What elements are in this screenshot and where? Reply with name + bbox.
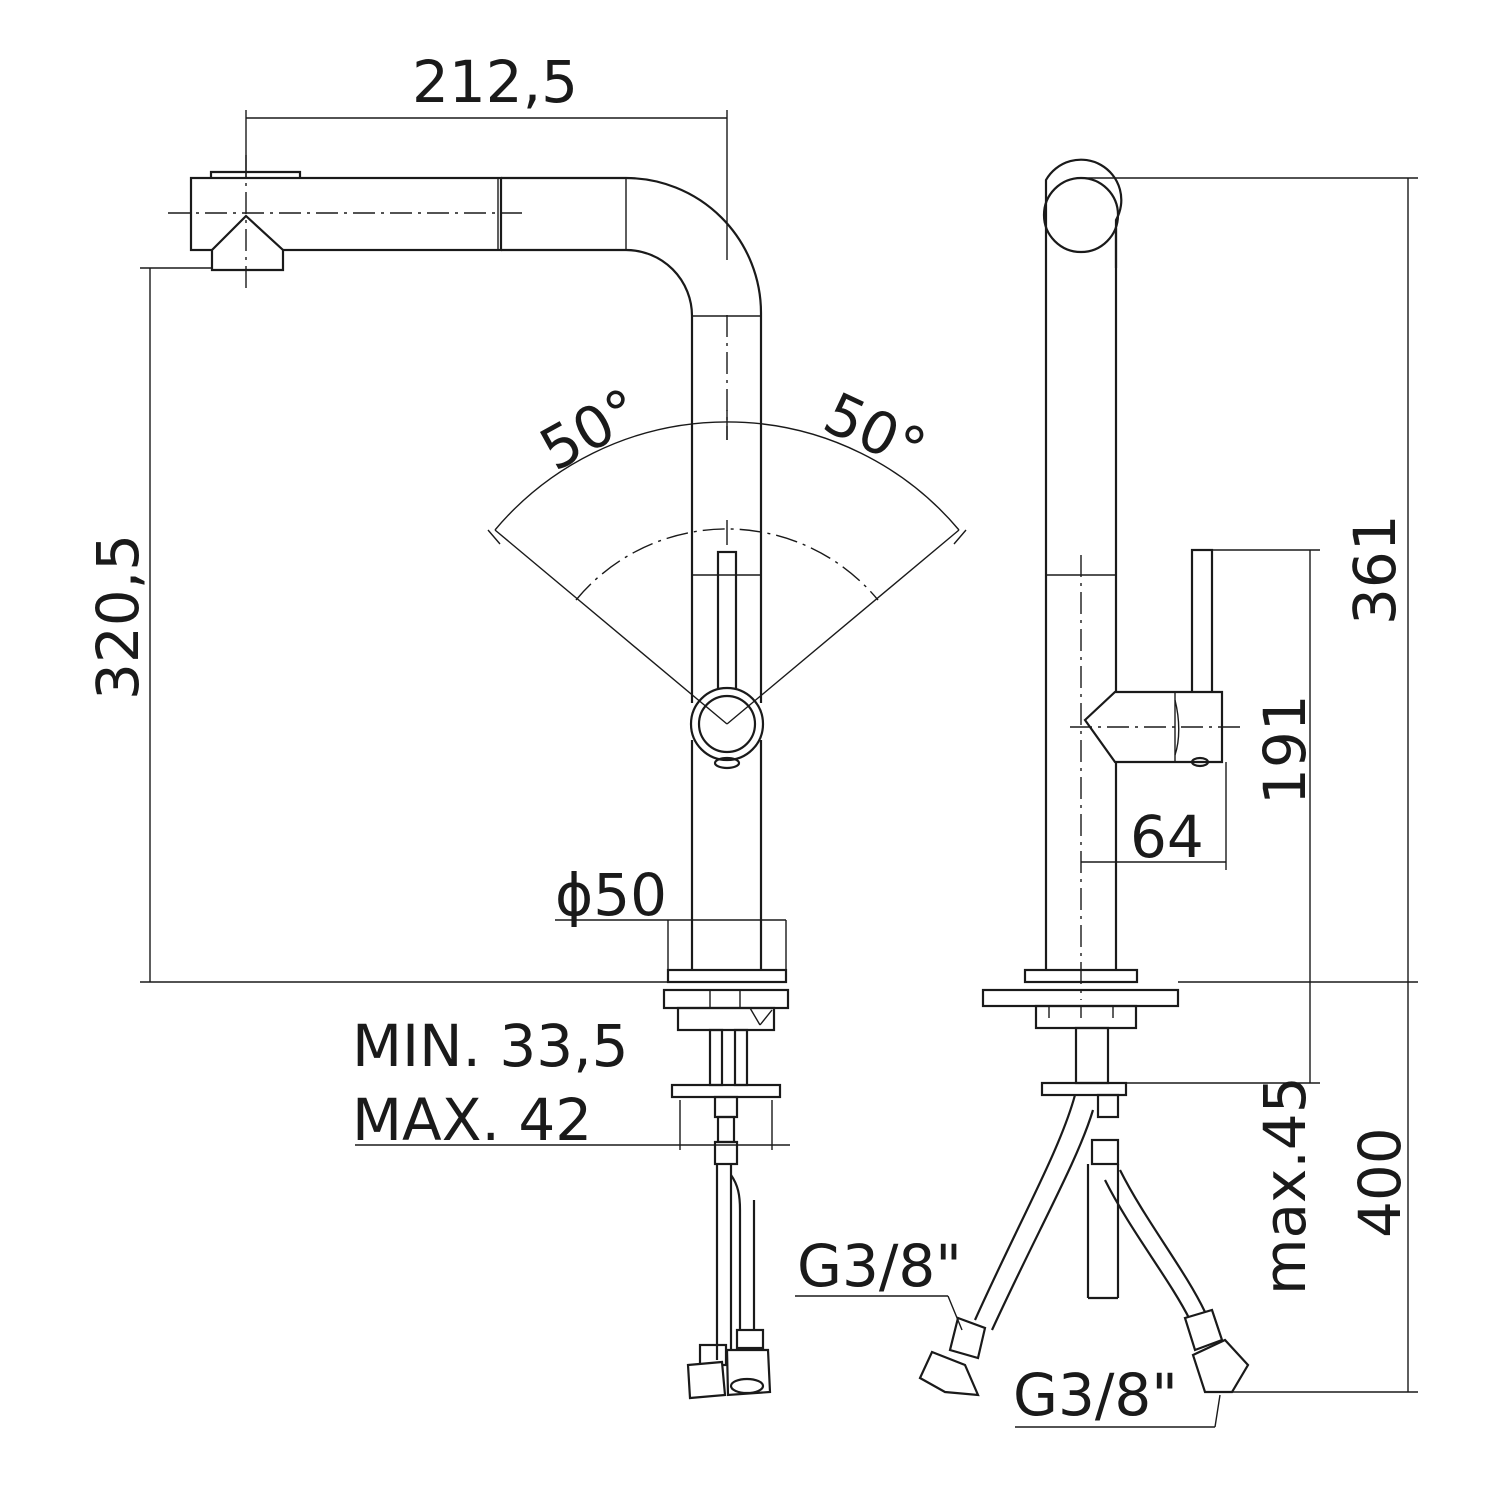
side-hoses [918, 1093, 1250, 1397]
front-base [662, 968, 790, 1099]
dimension-lines: 212,5 320,5 ϕ50 MIN. 33,5 MAX. 42 361 19… [84, 48, 1418, 1429]
lever-height-label: 191 [1251, 694, 1319, 805]
hose-length-label: 400 [1346, 1127, 1414, 1238]
counter-min-label: MIN. 33,5 [352, 1012, 629, 1080]
base-diameter-label: ϕ50 [555, 861, 667, 929]
spout-reach-label: 212,5 [412, 48, 578, 116]
side-body [1042, 158, 1123, 1000]
spout-height-label: 320,5 [84, 534, 152, 700]
lever [689, 550, 765, 770]
connection-right-label: G3/8" [1013, 1361, 1178, 1429]
rotation-left-label: 50° [529, 375, 652, 484]
connection-left-label: G3/8" [797, 1232, 962, 1300]
front-view: 50° 50° [168, 155, 967, 1400]
spout-tube [501, 176, 763, 970]
lever-offset-label: 64 [1130, 803, 1204, 871]
spout-head [189, 170, 503, 272]
front-hoses [686, 1095, 772, 1400]
counter-max-thickness-label: max.45 [1251, 1076, 1319, 1295]
side-lever [1070, 548, 1245, 768]
counter-max-label: MAX. 42 [352, 1086, 592, 1154]
rotation-right-label: 50° [814, 379, 936, 484]
side-view [918, 158, 1250, 1397]
side-base [981, 968, 1180, 1097]
total-height-label: 361 [1341, 514, 1409, 625]
